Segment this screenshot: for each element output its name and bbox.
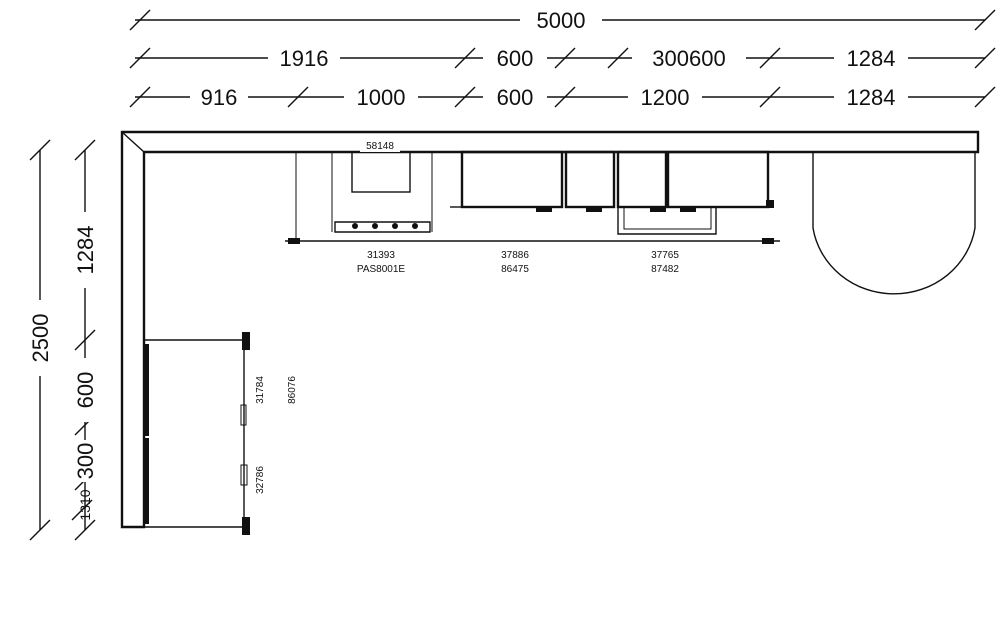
dim-1284-left: 1284: [73, 226, 98, 275]
dim-1284-b: 1284: [847, 85, 896, 110]
dimension-row-2: 1916 600 300600 1284: [129, 46, 996, 71]
dimension-left-outer: 2500: [26, 139, 54, 541]
hood-unit: 58148: [334, 140, 431, 233]
dim-300-left: 300: [73, 443, 98, 480]
dim-600-a: 600: [497, 46, 534, 71]
cab-mid-code: 37886: [501, 250, 529, 261]
left-base-cabinets: [144, 332, 250, 535]
cab-mid-model: 86475: [501, 264, 529, 275]
rounded-end-unit: [812, 152, 976, 295]
dimension-left-inner: 1284 600 300 1310: [71, 139, 100, 541]
dim-total-width: 5000: [537, 8, 586, 33]
top-base-cabinets: [450, 150, 774, 235]
side-code-1: 31784: [255, 376, 266, 404]
dim-600-left: 600: [73, 372, 98, 409]
side-code-2: 32786: [255, 466, 266, 494]
dim-1916: 1916: [280, 46, 329, 71]
cab-right-model: 87482: [651, 264, 679, 275]
dimension-row-3: 916 1000 600 1200 1284: [129, 85, 996, 110]
worktop-outline: [120, 130, 980, 529]
cabinet-labels: 31393 PAS8001E 37886 86475 37765 87482: [357, 250, 679, 275]
top-wall-units: [285, 152, 780, 244]
hood-code-label: 58148: [366, 141, 394, 152]
dim-2500: 2500: [28, 314, 53, 363]
dim-1310-left: 1310: [77, 489, 93, 520]
dim-1000: 1000: [357, 85, 406, 110]
side-codes: 31784 32786 86076: [255, 376, 298, 494]
cab-right-code: 37765: [651, 250, 679, 261]
dimension-row-1: 5000: [129, 8, 996, 33]
dim-600-b: 600: [497, 85, 534, 110]
dim-1200: 1200: [641, 85, 690, 110]
side-code-3: 86076: [287, 376, 298, 404]
dim-1284-a: 1284: [847, 46, 896, 71]
dim-300600: 300600: [652, 46, 725, 71]
cab-left-model: PAS8001E: [357, 264, 406, 275]
cab-left-code: 31393: [367, 250, 395, 261]
dim-916: 916: [201, 85, 238, 110]
